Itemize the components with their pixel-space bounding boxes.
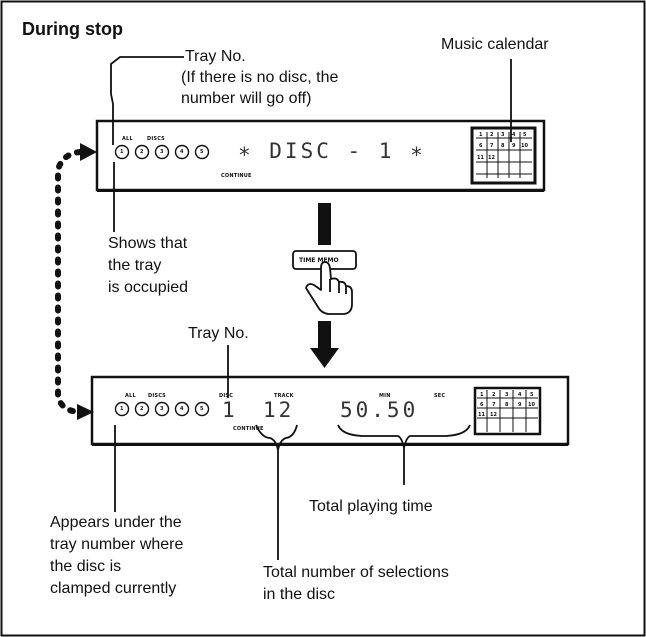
bottom-cal-12: 12: [490, 412, 497, 418]
label-appears-1: Appears under the: [50, 514, 182, 531]
top-tray-4-ring: [174, 144, 190, 160]
label-shows-2: the tray: [108, 257, 162, 274]
bottom-continue-indicator: CONTINUE: [233, 426, 264, 432]
bottom-calendar-grid: [473, 386, 542, 436]
top-cal-4: 4: [512, 132, 516, 138]
top-cal-12: 12: [488, 155, 495, 161]
top-tray-1: 1: [120, 149, 124, 155]
leader-tray-no-top: [110, 56, 184, 145]
bottom-tray-4-ring: [174, 401, 190, 417]
bottom-tray-1: 1: [120, 406, 124, 412]
bottom-cal-2: 2: [492, 392, 496, 398]
bottom-disc-value: 1: [222, 398, 238, 422]
top-tray-4: 4: [180, 149, 184, 155]
top-discs-indicator: DISCS: [147, 136, 165, 142]
label-music-calendar: Music calendar: [441, 36, 549, 53]
top-tray-indicators: [114, 144, 210, 160]
bottom-sec-indicator: SEC: [434, 393, 446, 399]
top-cal-2: 2: [490, 132, 494, 138]
label-appears-2: tray number where: [50, 536, 184, 553]
bottom-tray-5-ring: [194, 401, 210, 417]
bottom-tray-2-ring: [134, 401, 150, 417]
leader-lines: [110, 56, 512, 560]
top-tray-5: 5: [200, 149, 204, 155]
bottom-track-indicator: TRACK: [274, 393, 294, 399]
bottom-cal-8: 8: [505, 402, 509, 408]
bottom-cal-6: 6: [480, 402, 484, 408]
bottom-time-value: 50.50: [340, 398, 419, 422]
top-tray-1-ring: [114, 144, 130, 160]
bottom-tray-indicators: [114, 401, 210, 417]
top-cal-11: 11: [477, 155, 484, 161]
bottom-cal-7: 7: [492, 402, 496, 408]
top-cal-1: 1: [479, 132, 483, 138]
bottom-tray-3: 3: [160, 406, 164, 412]
label-tray-no-note-1: (If there is no disc, the: [181, 69, 339, 86]
top-all-indicator: ALL: [122, 136, 133, 142]
top-cal-10: 10: [521, 143, 528, 149]
top-cal-5: 5: [523, 132, 527, 138]
bottom-disc-indicator: DISC: [219, 393, 234, 399]
label-tray-no-note-2: number will go off): [181, 90, 312, 107]
bottom-cal-9: 9: [518, 402, 522, 408]
top-cal-3: 3: [501, 132, 505, 138]
label-shows-3: is occupied: [108, 279, 189, 296]
bottom-min-indicator: MIN: [379, 393, 391, 399]
bottom-cal-5: 5: [530, 392, 534, 398]
bottom-track-value: 12: [263, 398, 295, 422]
label-total-playing-time: Total playing time: [309, 498, 433, 515]
label-appears-3: the disc is: [50, 558, 122, 575]
down-arrow-head: [310, 348, 339, 368]
down-arrow: [310, 203, 339, 368]
loop-arrow-head-top: [80, 143, 97, 161]
top-display-text: ∗ DISC - 1 ∗: [238, 139, 426, 163]
top-display-panel: [95, 119, 546, 192]
bottom-tray-1-ring: [114, 401, 130, 417]
bottom-discs-indicator: DISCS: [148, 393, 166, 399]
label-total-selections-2: in the disc: [263, 586, 336, 603]
bottom-all-indicator: ALL: [125, 393, 136, 399]
top-tray-3-ring: [154, 144, 170, 160]
top-tray-3: 3: [160, 149, 164, 155]
loop-arrow-head-bottom: [77, 404, 94, 420]
top-cal-8: 8: [501, 143, 505, 149]
bottom-cal-4: 4: [518, 392, 522, 398]
bottom-tray-3-ring: [154, 401, 170, 417]
label-tray-no-top: Tray No.: [185, 48, 246, 65]
time-memo-button-label: TIME MEMO: [299, 257, 339, 264]
label-appears-4: clamped currently: [50, 580, 177, 597]
top-cal-7: 7: [490, 143, 494, 149]
bottom-cal-11: 11: [478, 412, 485, 418]
label-tray-no-bottom: Tray No.: [188, 325, 249, 342]
bottom-cal-3: 3: [505, 392, 509, 398]
pointing-hand-icon: [305, 261, 353, 315]
top-cal-9: 9: [512, 143, 516, 149]
top-tray-5-ring: [194, 144, 210, 160]
label-total-selections-1: Total number of selections: [263, 564, 449, 581]
bottom-tray-4: 4: [180, 406, 184, 412]
bottom-tray-5: 5: [200, 406, 204, 412]
top-tray-2-ring: [134, 144, 150, 160]
heading: During stop: [22, 19, 123, 39]
label-shows-1: Shows that: [108, 235, 188, 252]
bottom-tray-2: 2: [140, 406, 144, 412]
top-tray-2: 2: [140, 149, 144, 155]
top-cal-6: 6: [479, 143, 483, 149]
loop-arrow: [55, 143, 97, 420]
bottom-cal-10: 10: [528, 402, 535, 408]
bottom-cal-1: 1: [480, 392, 484, 398]
top-calendar-grid: [470, 126, 537, 185]
top-continue-indicator: CONTINUE: [221, 173, 252, 179]
